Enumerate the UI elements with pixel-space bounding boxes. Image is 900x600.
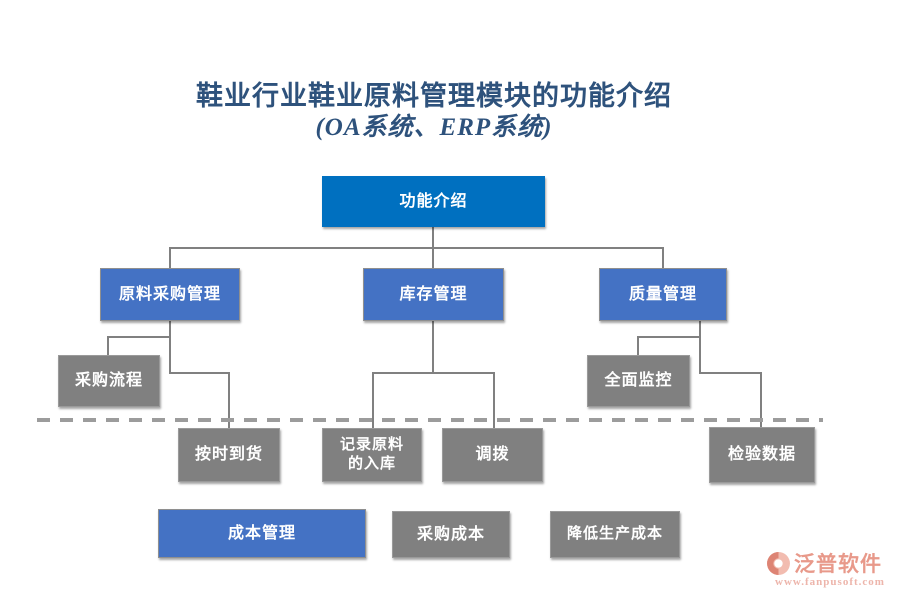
node-label: 库存管理: [399, 285, 468, 303]
connector-line: [493, 372, 495, 428]
node-label: 降低生产成本: [566, 526, 663, 543]
connector-line: [169, 247, 664, 249]
node-label: 质量管理: [628, 285, 697, 303]
node-quality-mgmt: 质量管理: [599, 268, 727, 321]
logo-url: www.fanpusoft.com: [775, 576, 885, 588]
node-function-intro: 功能介绍: [322, 176, 545, 227]
connector-line: [662, 247, 664, 268]
connector-line: [637, 336, 639, 355]
node-label: 原料采购管理: [118, 285, 221, 303]
node-label: 采购成本: [416, 525, 485, 543]
node-purchase-cost: 采购成本: [392, 511, 510, 558]
connector-line: [169, 247, 171, 268]
node-cost-mgmt: 成本管理: [158, 509, 366, 558]
node-inventory-mgmt: 库存管理: [363, 268, 504, 321]
node-material-purchase-mgmt: 原料采购管理: [100, 268, 240, 321]
connector-line: [169, 372, 230, 374]
fanpu-logo: 泛普软件 www.fanpusoft.com: [766, 548, 894, 590]
title-line-2: (OA系统、ERP系统): [315, 114, 553, 141]
node-label: 记录原料 的入库: [340, 436, 404, 474]
connector-line: [228, 372, 230, 428]
diagram-title: 鞋业行业鞋业原料管理模块的功能介绍 (OA系统、ERP系统): [0, 80, 868, 143]
logo-name: 泛普软件: [794, 552, 882, 576]
node-record-material-inbound: 记录原料 的入库: [322, 428, 422, 482]
node-label-line1: 记录原料: [339, 437, 404, 454]
connector-line: [169, 321, 171, 374]
node-full-monitoring: 全面监控: [587, 355, 690, 407]
title-line-1: 鞋业行业鞋业原料管理模块的功能介绍: [196, 81, 672, 111]
connector-line: [760, 372, 762, 427]
node-label: 成本管理: [227, 524, 296, 542]
node-label: 按时到货: [194, 446, 263, 463]
connector-line: [107, 336, 171, 338]
dashed-divider-line: [37, 418, 823, 422]
node-label-line2: 的入库: [347, 456, 396, 472]
connector-line: [432, 321, 434, 374]
node-label: 检验数据: [727, 446, 796, 463]
node-inspection-data: 检验数据: [709, 427, 815, 483]
connector-line: [432, 227, 434, 248]
connector-line: [372, 372, 495, 374]
node-label: 调拨: [475, 446, 510, 463]
node-transfer: 调拨: [442, 428, 543, 482]
logo-swirl-icon: [766, 551, 791, 576]
connector-line: [432, 247, 434, 268]
node-purchase-process: 采购流程: [58, 355, 160, 407]
connector-line: [372, 372, 374, 428]
node-ontime-delivery: 按时到货: [178, 428, 280, 482]
connector-line: [637, 336, 701, 338]
node-label: 采购流程: [74, 372, 143, 389]
node-label: 功能介绍: [399, 192, 468, 210]
node-label: 全面监控: [604, 372, 673, 389]
connector-line: [699, 321, 701, 374]
node-reduce-production-cost: 降低生产成本: [550, 511, 680, 558]
connector-line: [107, 336, 109, 355]
connector-line: [699, 372, 762, 374]
